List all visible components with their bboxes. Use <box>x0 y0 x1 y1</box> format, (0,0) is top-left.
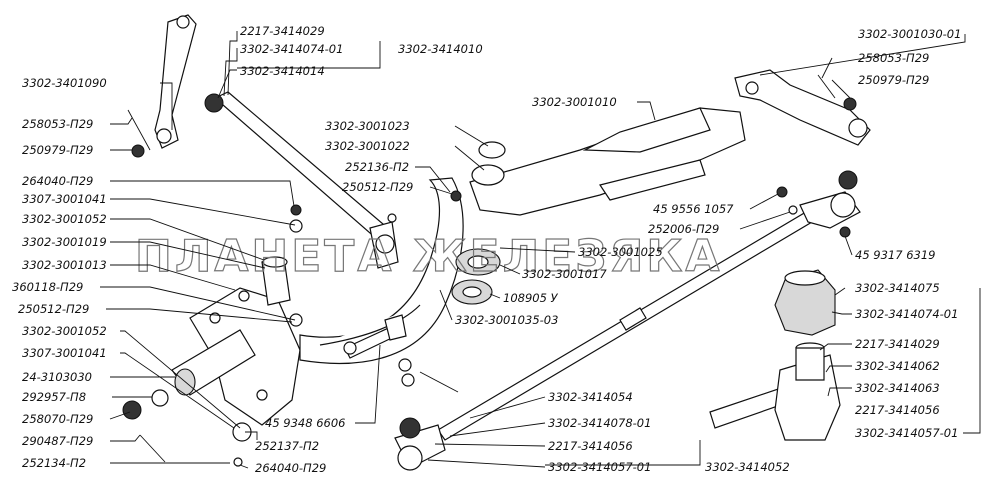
label-45-9317-6319: 45 9317 6319 <box>855 248 935 262</box>
label-290487-p29: 290487-П29 <box>22 434 93 448</box>
label-3307-3001041-upper: 3307-3001041 <box>22 192 107 206</box>
ball-joint-boot <box>774 269 836 336</box>
left-steering-knuckle <box>171 256 301 426</box>
label-264040-p29-upper: 264040-П29 <box>22 174 93 188</box>
label-3302-3001010: 3302-3001010 <box>532 95 617 109</box>
label-252134-p2: 252134-П2 <box>22 456 86 470</box>
label-264040-p29-lower: 264040-П29 <box>255 461 326 475</box>
left-steering-arm <box>299 177 464 365</box>
label-3302-3414063: 3302-3414063 <box>855 381 940 395</box>
right-steering-arm <box>734 69 871 146</box>
label-3302-3414078-01: 3302-3414078-01 <box>548 416 651 430</box>
label-3302-3001022: 3302-3001022 <box>325 139 410 153</box>
label-250979-p29-left: 250979-П29 <box>22 143 93 157</box>
label-360118-p29: 360118-П29 <box>12 280 83 294</box>
label-45-9556-1057: 45 9556 1057 <box>653 202 734 216</box>
label-252136-p2: 252136-П2 <box>345 160 409 174</box>
label-3302-3001013: 3302-3001013 <box>22 258 107 272</box>
part-labels: 2217-3414029 3302-3414074-01 3302-341401… <box>12 24 961 475</box>
label-3302-3414057-01-right: 3302-3414057-01 <box>855 426 958 440</box>
label-258053-p29-right: 258053-П29 <box>858 51 929 65</box>
label-108905-u: 108905 У <box>503 291 559 305</box>
king-pin-bolt <box>344 314 407 359</box>
label-3302-3414057-01-bottom: 3302-3414057-01 <box>548 460 651 474</box>
label-3302-3001052-upper: 3302-3001052 <box>22 212 107 226</box>
label-3302-3414052: 3302-3414052 <box>705 460 790 474</box>
tie-rod-end-exploded <box>709 342 841 441</box>
label-250512-p29-left: 250512-П29 <box>18 302 89 316</box>
right-tie-rod-end <box>799 170 861 229</box>
label-3302-3414014: 3302-3414014 <box>240 64 325 78</box>
bushings-and-washers <box>387 141 506 305</box>
label-3302-3414054: 3302-3414054 <box>548 390 633 404</box>
label-3302-3001035-03: 3302-3001035-03 <box>455 313 558 327</box>
label-3302-3414074-01-right: 3302-3414074-01 <box>855 307 958 321</box>
label-2217-3414056-right: 2217-3414056 <box>855 403 940 417</box>
label-258070-p29: 258070-П29 <box>22 412 93 426</box>
label-3302-3001017: 3302-3001017 <box>522 267 607 281</box>
label-258053-p29-left: 258053-П29 <box>22 117 93 131</box>
label-252137-p2: 252137-П2 <box>255 439 319 453</box>
label-3302-3001052-lower: 3302-3001052 <box>22 324 107 338</box>
pitman-arm <box>154 14 197 149</box>
front-axle-beam <box>469 107 746 216</box>
label-3302-3414075: 3302-3414075 <box>855 281 940 295</box>
label-3307-3001041-lower: 3307-3001041 <box>22 346 107 360</box>
label-292957-p8: 292957-П8 <box>22 390 86 404</box>
label-2217-3414029-top: 2217-3414029 <box>240 24 325 38</box>
label-3302-3401090: 3302-3401090 <box>22 76 107 90</box>
watermark: ПЛАНЕТА ЖЕЛЕЗЯКА <box>135 231 722 282</box>
label-250512-p29-mid: 250512-П29 <box>342 180 413 194</box>
label-24-3103030: 24-3103030 <box>22 370 92 384</box>
label-3302-3001030-01: 3302-3001030-01 <box>858 27 961 41</box>
label-2217-3414056-bottom: 2217-3414056 <box>548 439 633 453</box>
leader-lines <box>100 31 981 469</box>
label-3302-3414062: 3302-3414062 <box>855 359 940 373</box>
label-2217-3414029-right: 2217-3414029 <box>855 337 940 351</box>
label-3302-3001023: 3302-3001023 <box>325 119 410 133</box>
label-3302-3414010: 3302-3414010 <box>398 42 483 56</box>
label-45-9348-6606: 45 9348 6606 <box>265 416 345 430</box>
label-252006-p29: 252006-П29 <box>648 222 719 236</box>
label-250979-p29-right: 250979-П29 <box>858 73 929 87</box>
label-3302-3001025: 3302-3001025 <box>578 245 663 259</box>
label-3302-3001019: 3302-3001019 <box>22 235 107 249</box>
label-3302-3414074-01-top: 3302-3414074-01 <box>240 42 343 56</box>
left-tie-rod-end <box>394 417 446 471</box>
